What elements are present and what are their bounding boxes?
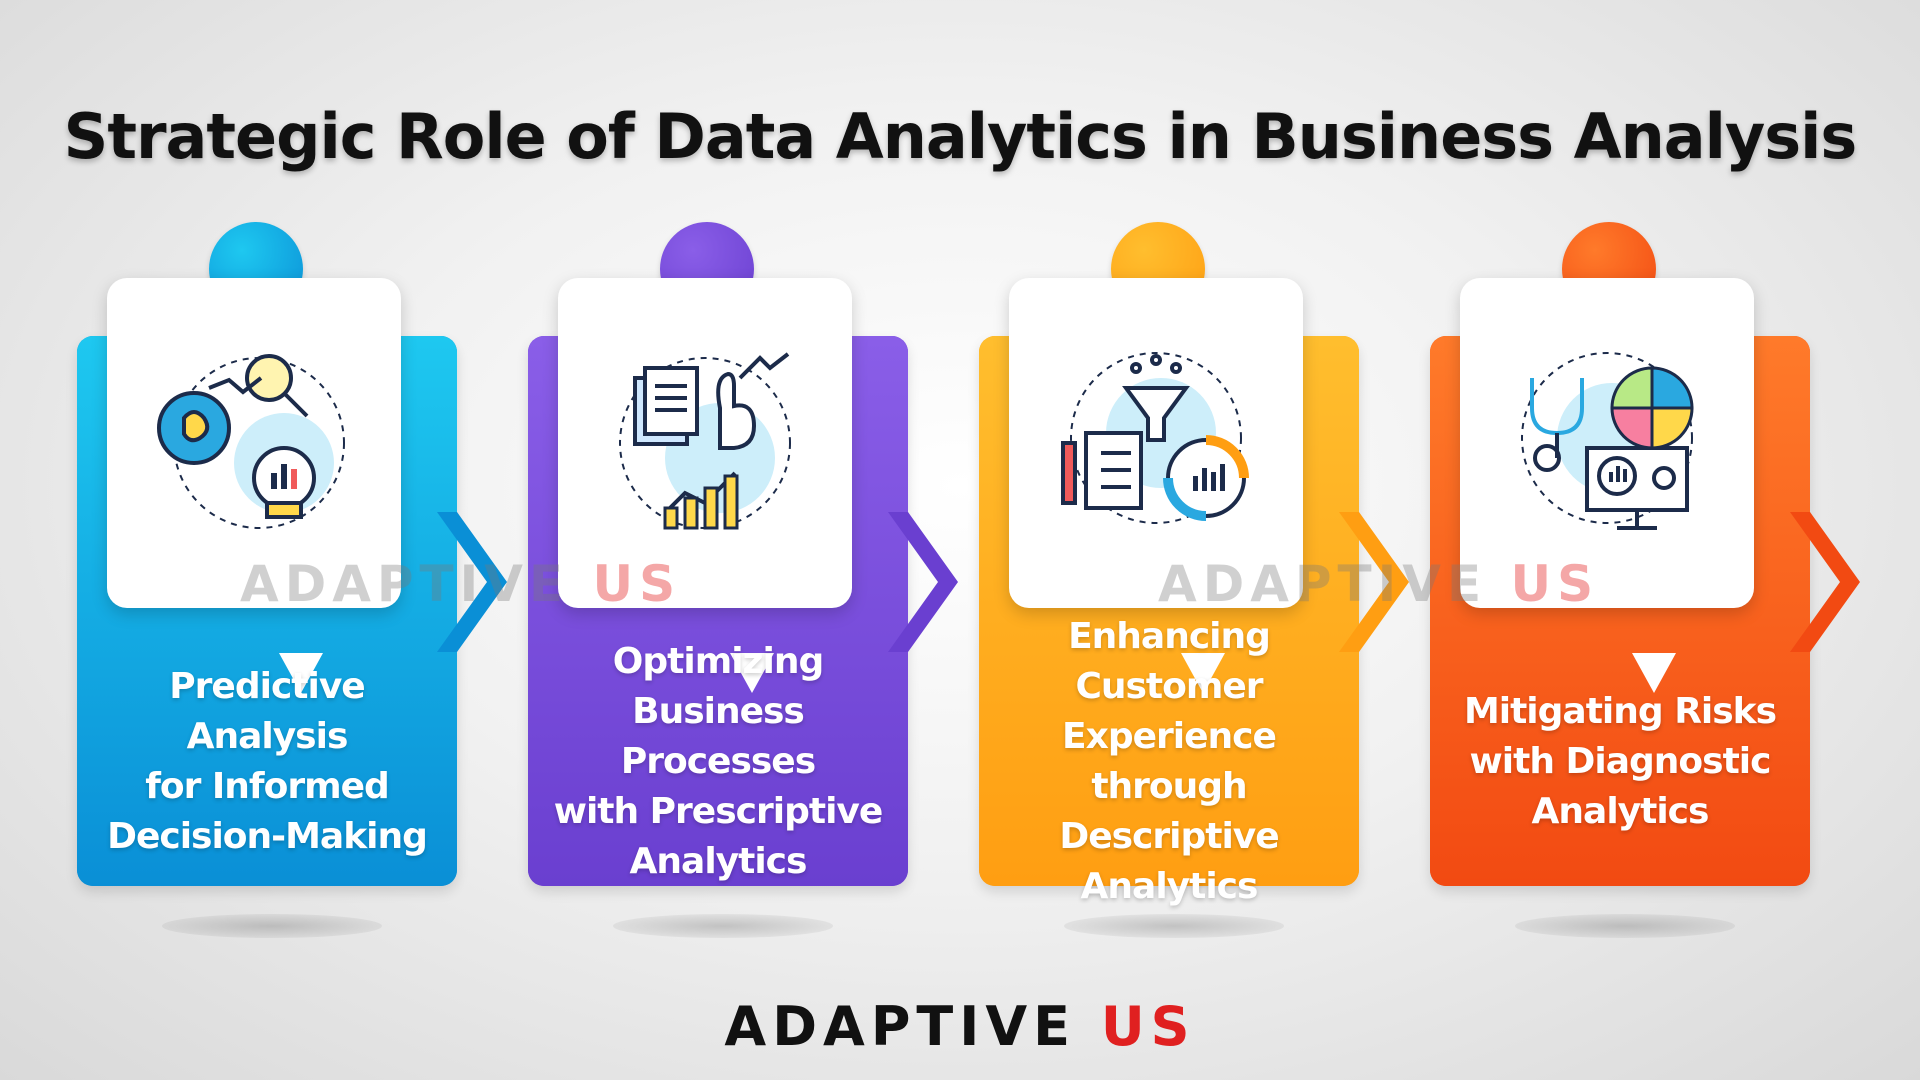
chevron-arrow-icon [1339, 512, 1409, 652]
icon-card [107, 278, 401, 693]
step-shadow [1515, 914, 1735, 938]
brain-gear-magnifier-icon [157, 354, 345, 529]
step-label: Optimizing Business Processes with Presc… [553, 641, 884, 882]
step-card-prescriptive: Optimizing Business Processes with Presc… [513, 222, 958, 938]
funnel-clipboard-chart-icon [1061, 352, 1249, 524]
card-pointer [730, 653, 774, 693]
step-shadow [1064, 914, 1284, 938]
watermark: ADAPTIVE US [1158, 555, 1600, 613]
documents-growth-chart-icon [619, 352, 791, 530]
step-label: Mitigating Risks with Diagnostic Analyti… [1463, 691, 1777, 832]
step-card-predictive: Predictive Analysis for Informed Decisio… [62, 222, 507, 938]
card-pointer [1181, 653, 1225, 693]
step-shadow [162, 914, 382, 938]
step-shadow [613, 914, 833, 938]
step-card-diagnostic: Mitigating Risks with Diagnostic Analyti… [1415, 222, 1860, 938]
card-pointer [279, 653, 323, 693]
icon-card [558, 278, 852, 693]
chevron-arrow-icon [1790, 512, 1860, 652]
card-pointer [1632, 653, 1676, 693]
stethoscope-pie-monitor-icon [1521, 352, 1694, 530]
page-title: Strategic Role of Data Analytics in Busi… [63, 100, 1858, 173]
step-label: Enhancing Customer Experience through De… [1059, 616, 1279, 907]
step-card-descriptive: Enhancing Customer Experience through De… [964, 222, 1409, 938]
chevron-arrow-icon [888, 512, 958, 652]
icon-card [1460, 278, 1754, 693]
brand-logo: ADAPTIVE US [724, 995, 1196, 1058]
step-label: Predictive Analysis for Informed Decisio… [107, 666, 428, 857]
chevron-arrow-icon [437, 512, 507, 652]
watermark: ADAPTIVE US [240, 555, 682, 613]
icon-card [1009, 278, 1303, 693]
